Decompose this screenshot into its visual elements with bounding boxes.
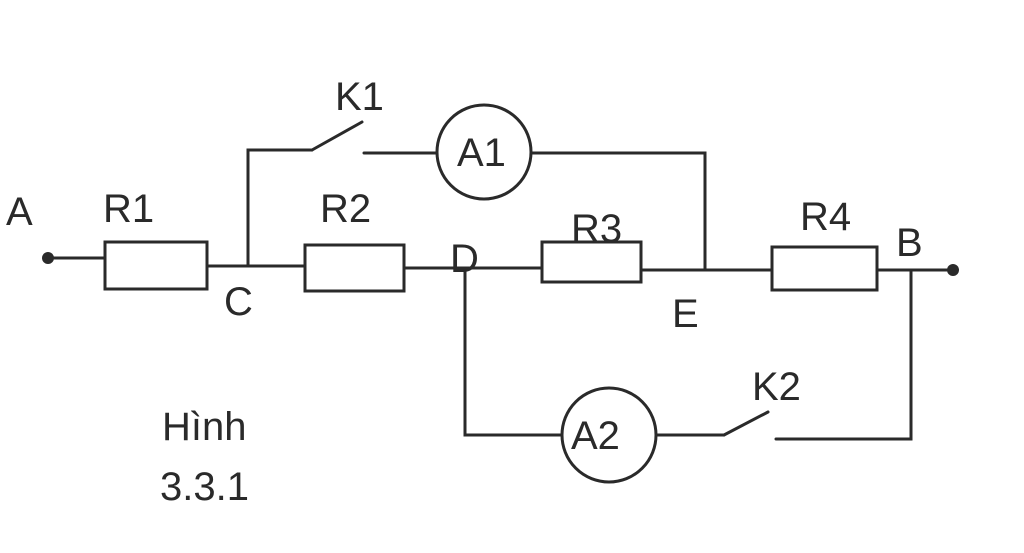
switch-label-k2: K2 xyxy=(752,365,801,409)
ammeter-label-a1: A1 xyxy=(457,131,506,175)
ammeter-a2 xyxy=(560,386,658,484)
resistor-label-r4: R4 xyxy=(800,195,851,239)
wire-d-a2 xyxy=(463,266,565,437)
resistor-r1 xyxy=(103,240,209,291)
node-label-e: E xyxy=(672,292,699,336)
switch-k2 xyxy=(722,410,770,437)
wire-k2-b xyxy=(774,268,913,441)
resistor-r2 xyxy=(303,243,406,293)
resistor-r3 xyxy=(540,240,643,284)
resistor-label-r3: R3 xyxy=(571,207,622,251)
terminal-b-dot xyxy=(947,264,959,276)
ammeter-label-a2: A2 xyxy=(571,414,620,458)
node-label-c: C xyxy=(224,280,253,324)
wire-c-k1 xyxy=(246,148,314,268)
node-label-a: A xyxy=(6,190,33,234)
node-label-d: D xyxy=(450,237,479,281)
figure-caption-line1: Hình xyxy=(162,405,247,449)
ammeter-a1 xyxy=(435,103,533,201)
resistor-r4 xyxy=(770,245,879,292)
switch-k1 xyxy=(310,120,364,152)
switch-label-k1: K1 xyxy=(335,75,384,119)
figure-caption-line2: 3.3.1 xyxy=(160,465,249,509)
resistor-label-r2: R2 xyxy=(320,187,371,231)
terminal-a-dot xyxy=(42,252,54,264)
node-label-b: B xyxy=(896,221,923,265)
resistor-label-r1: R1 xyxy=(103,187,154,231)
wire-a1-e xyxy=(529,151,707,272)
